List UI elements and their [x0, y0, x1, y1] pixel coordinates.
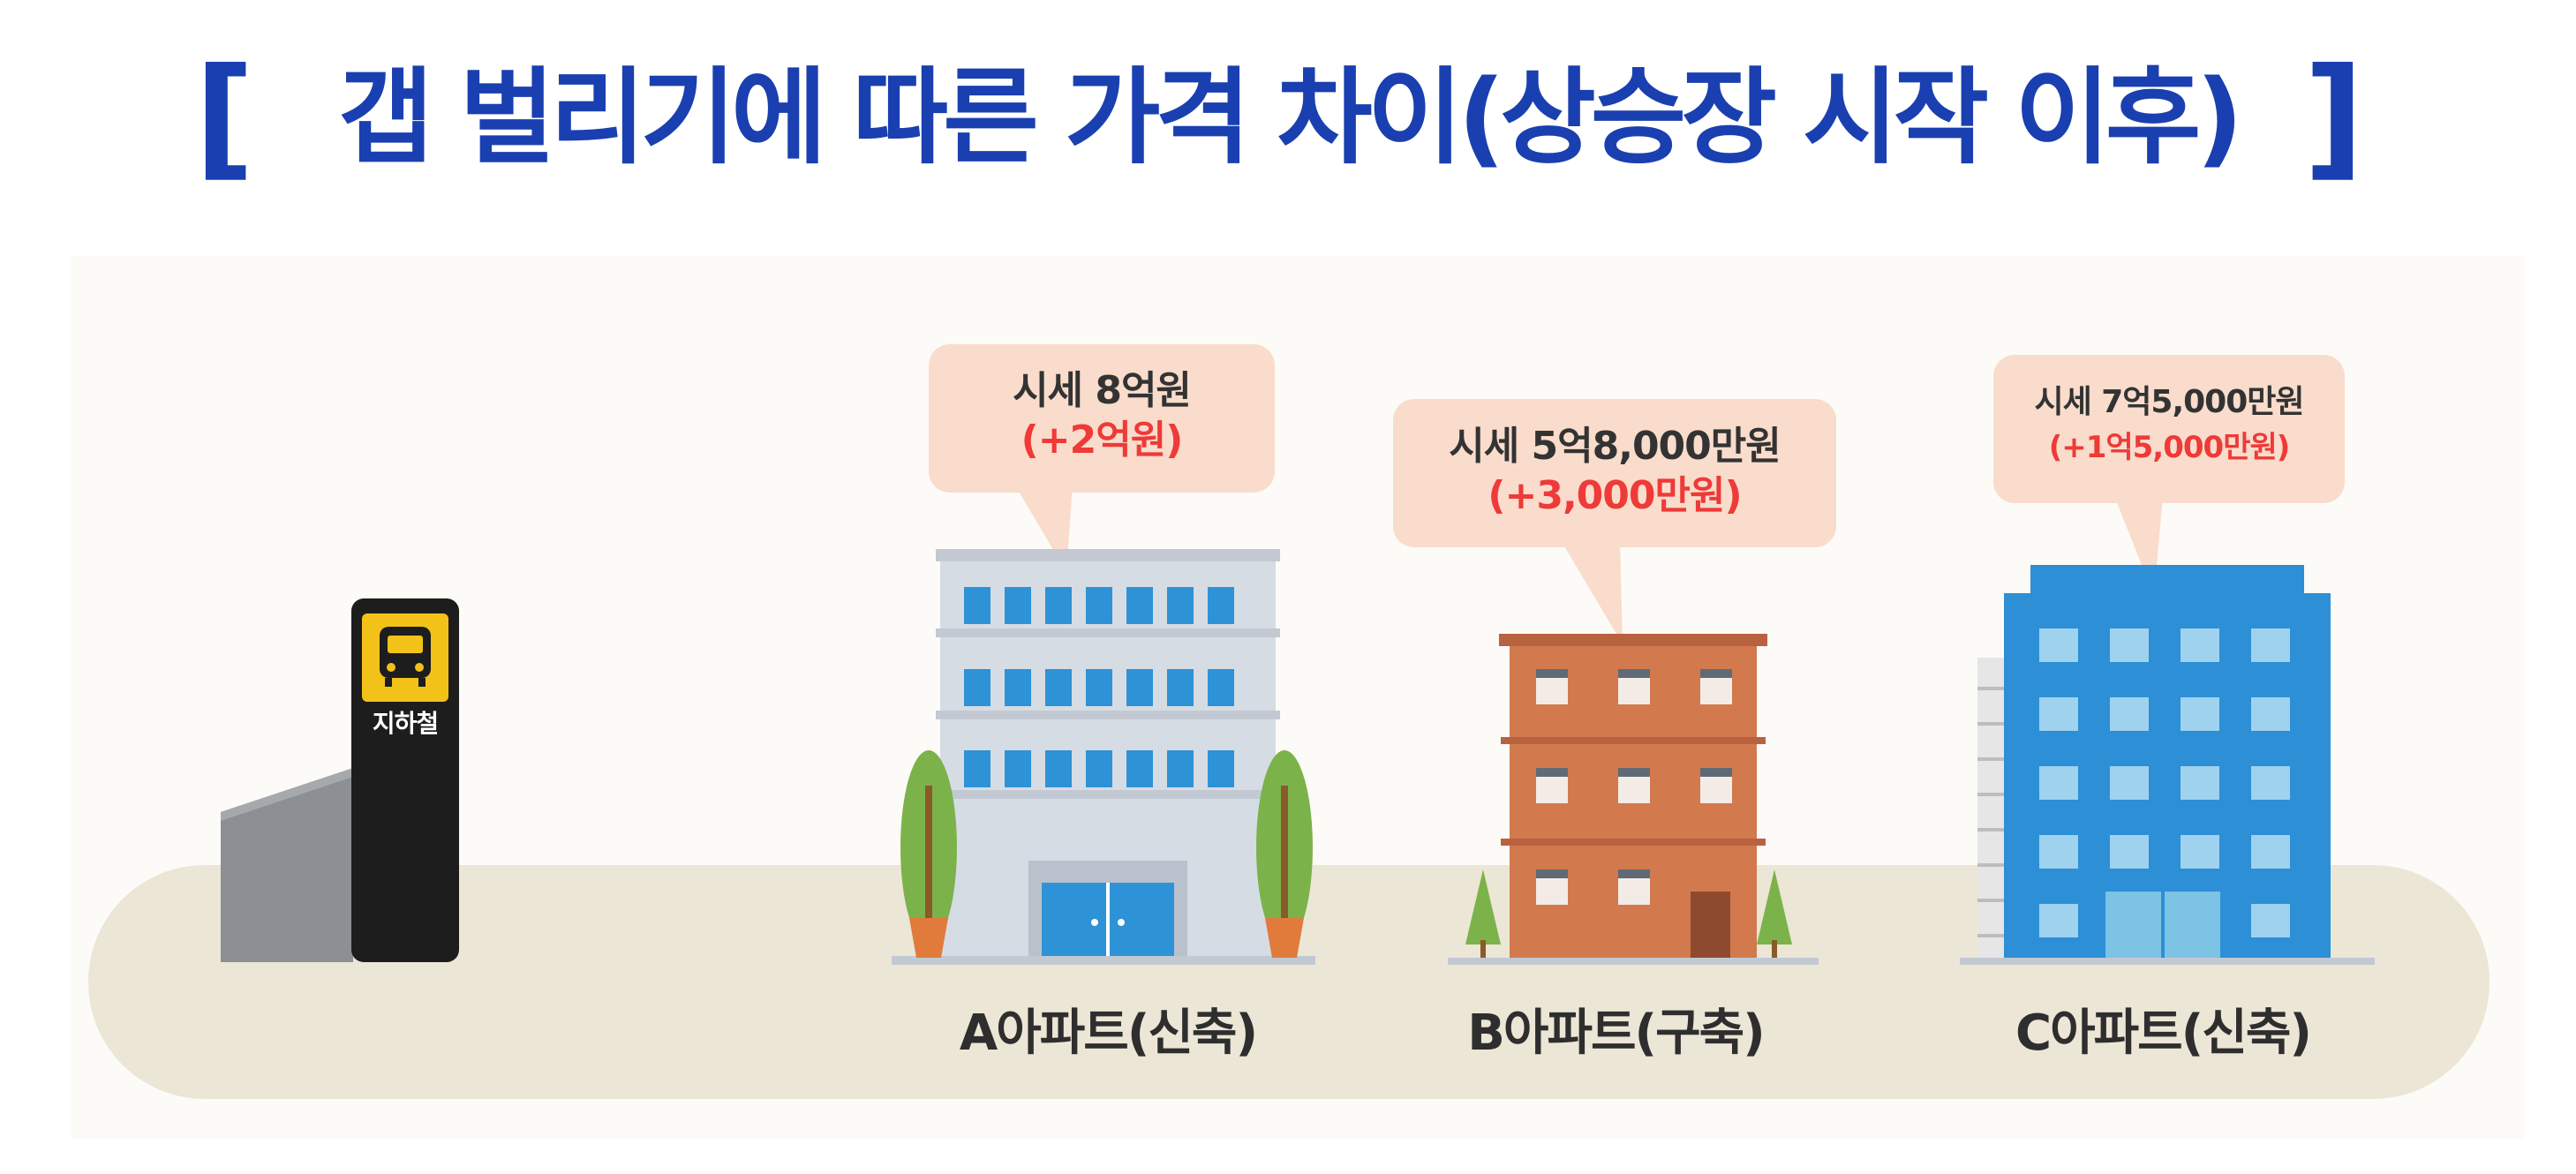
change-c: (+1억5,000만원)	[2048, 430, 2291, 465]
subway-entrance-icon	[221, 598, 459, 962]
price-c: 시세 7억5,000만원	[2034, 384, 2304, 420]
speech-bubble-a	[929, 344, 1275, 493]
subway-sign-label: 지하철	[372, 709, 439, 738]
speech-bubble-c	[1993, 355, 2345, 503]
title-bracket-left: [	[194, 41, 255, 194]
change-b: (+3,000만원)	[1488, 473, 1742, 518]
ground-strip	[88, 865, 2489, 1099]
bubble-c: 시세 7억5,000만원 (+1억5,000만원)	[1993, 380, 2345, 470]
price-a: 시세 8억원	[1013, 368, 1192, 413]
door-icon	[1691, 892, 1730, 962]
building-b	[1393, 399, 1836, 965]
bubble-b: 시세 5억8,000만원 (+3,000만원)	[1393, 422, 1836, 521]
change-a: (+2억원)	[1021, 418, 1184, 463]
tree-icon	[1465, 869, 1501, 960]
label-b: B아파트(구축)	[1467, 1005, 1765, 1062]
title-row: [ 갭 벌리기에 따른 가격 차이(상승장 시작 이후) ]	[0, 42, 2576, 210]
label-c: C아파트(신축)	[2015, 1005, 2312, 1062]
title-bracket-right: ]	[2303, 41, 2364, 194]
building-c	[1960, 355, 2375, 965]
building-a	[892, 344, 1315, 965]
price-b: 시세 5억8,000만원	[1449, 424, 1781, 469]
tree-icon	[1256, 750, 1313, 958]
tree-icon	[1757, 869, 1792, 960]
speech-bubble-b	[1393, 399, 1836, 547]
tree-icon	[900, 750, 957, 958]
label-a: A아파트(신축)	[959, 1005, 1258, 1062]
bubble-a: 시세 8억원 (+2억원)	[929, 366, 1275, 465]
page-title: 갭 벌리기에 따른 가격 차이(상승장 시작 이후)	[337, 56, 2243, 178]
